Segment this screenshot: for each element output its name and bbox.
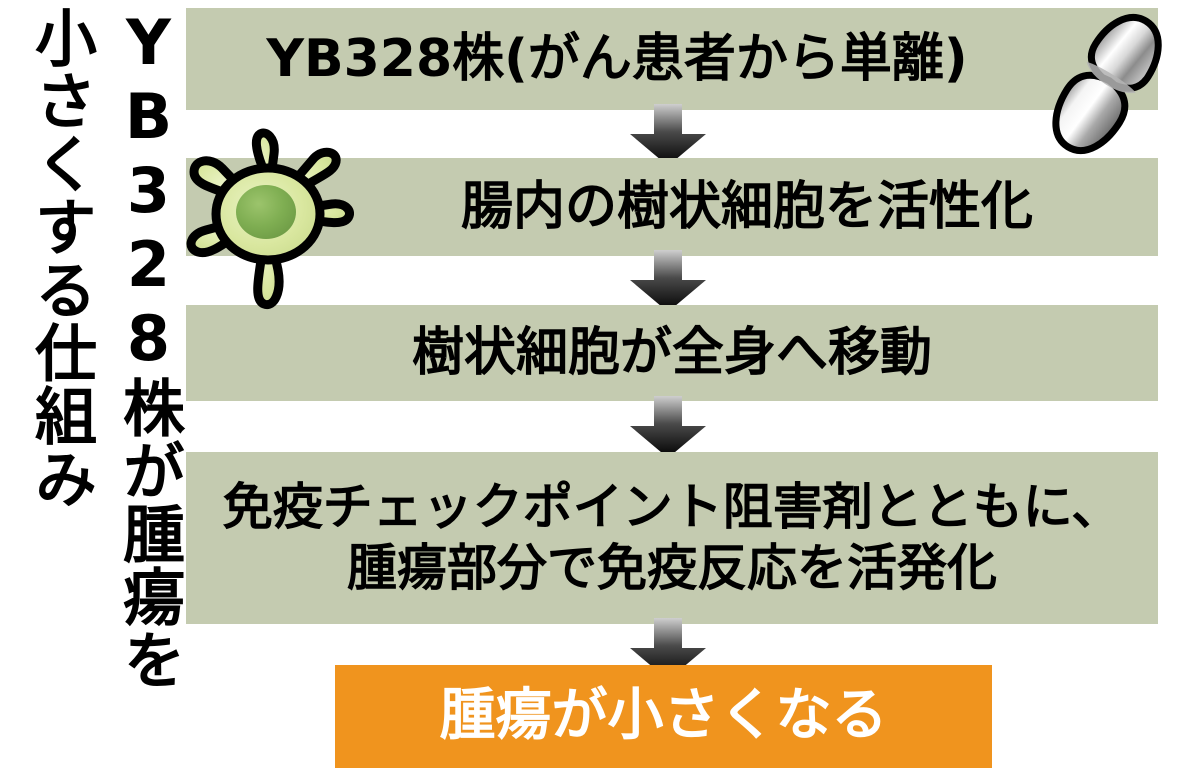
flow-step-1-label: YB328株(がん患者から単離) [266,28,968,89]
dendritic-cell-icon [182,118,354,314]
flow-step-3-label: 樹状細胞が全身へ移動 [411,322,932,383]
flow-arrow-1 [630,104,706,166]
flow-arrow-4 [630,618,706,680]
flow-step-5-label: 腫瘍が小さくなる [439,683,888,749]
flow-arrow-3 [630,396,706,458]
flow-step-4: 免疫チェックポイント阻害剤とともに、 腫瘍部分で免疫反応を活発化 [186,452,1158,624]
flow-step-5: 腫瘍が小さくなる [335,665,992,768]
flow-arrow-2 [630,250,706,312]
flow-step-4-label: 免疫チェックポイント阻害剤とともに、 腫瘍部分で免疫反応を活発化 [222,478,1122,597]
flow-step-3: 樹状細胞が全身へ移動 [186,305,1158,401]
flow-step-2-label: 腸内の樹状細胞を活性化 [460,176,1033,237]
flow-step-1: YB328株(がん患者から単離) [186,8,1158,110]
bacterium-icon [1038,4,1176,164]
headline-column-left: 小さくする仕組み [24,6,97,510]
headline-column-right: YB328株が腫瘍を [112,6,185,691]
headline: YB328株が腫瘍を 小さくする仕組み [0,0,185,768]
